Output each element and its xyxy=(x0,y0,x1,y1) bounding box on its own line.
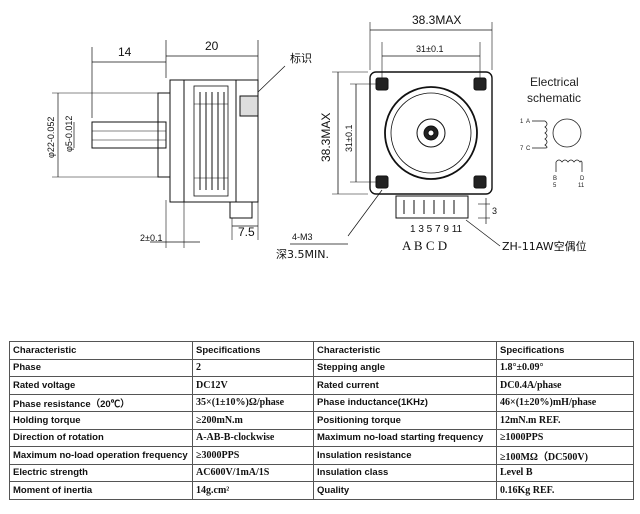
table-cell: Level B xyxy=(496,463,634,482)
header-characteristic-2: Characteristic xyxy=(313,341,497,360)
header-characteristic-1: Characteristic xyxy=(9,341,193,360)
schematic-pin-7: 7 xyxy=(520,146,524,152)
schematic-pin-b: B xyxy=(553,176,557,182)
side-view xyxy=(52,40,286,248)
header-specifications-2: Specifications xyxy=(496,341,634,360)
schematic-pin-a: A xyxy=(526,119,530,125)
table-cell: 2 xyxy=(192,358,314,377)
table-cell: Rated voltage xyxy=(9,376,193,395)
table-cell: Phase inductance(1KHz) xyxy=(313,393,497,412)
schematic-title-2: schematic xyxy=(527,91,581,105)
table-row: Phase resistance（20℃） 35×(1±10%)Ω/phase … xyxy=(9,393,634,412)
table-row: Holding torque ≥200mN.m Positioning torq… xyxy=(9,411,634,430)
label-tag-text: 标识 xyxy=(290,51,312,65)
pin-letters: A B C D xyxy=(402,238,447,253)
table-row: Phase 2 Stepping angle 1.8°±0.09° xyxy=(9,358,634,377)
table-cell: Maximum no-load operation frequency xyxy=(9,446,193,465)
table-cell: Maximum no-load starting frequency xyxy=(313,428,497,447)
table-cell: Rated current xyxy=(313,376,497,395)
table-row: Maximum no-load operation frequency ≥300… xyxy=(9,446,634,465)
table-cell: AC600V/1mA/1S xyxy=(192,463,314,482)
connector-label: ZH-11AW空偶位 xyxy=(502,239,587,253)
schematic-pin-11: 11 xyxy=(578,183,585,189)
table-cell: Stepping angle xyxy=(313,358,497,377)
table-cell: A-AB-B-clockwise xyxy=(192,428,314,447)
dim-flange: 2±0.1 xyxy=(140,233,162,243)
schematic-pin-d: D xyxy=(580,176,585,182)
table-cell: Moment of inertia xyxy=(9,481,193,500)
table-row: Moment of inertia 14g.cm² Quality 0.16Kg… xyxy=(9,481,634,500)
table-row: Rated voltage DC12V Rated current DC0.4A… xyxy=(9,376,634,395)
table-cell: Phase xyxy=(9,358,193,377)
table-cell: 0.16Kg REF. xyxy=(496,481,634,500)
electrical-schematic xyxy=(532,118,583,172)
table-cell: ≥1000PPS xyxy=(496,428,634,447)
table-row: Electric strength AC600V/1mA/1S Insulati… xyxy=(9,463,634,482)
dim-shaft-length: 14 xyxy=(118,45,132,59)
dim-bottom: 7.5 xyxy=(238,225,255,239)
dim-diam-outer: φ22-0.052 xyxy=(46,117,56,158)
motor-technical-drawing: 14 20 标识 2±0.1 7.5 φ22-0.052 φ5-0.012 xyxy=(46,13,587,261)
table-cell: Holding torque xyxy=(9,411,193,430)
table-cell: Electric strength xyxy=(9,463,193,482)
specifications-table: Characteristic Specifications Characteri… xyxy=(9,341,634,500)
table-row: Direction of rotation A-AB-B-clockwise M… xyxy=(9,428,634,447)
table-cell: Quality xyxy=(313,481,497,500)
table-cell: 14g.cm² xyxy=(192,481,314,500)
table-cell: ≥200mN.m xyxy=(192,411,314,430)
dim-width: 38.3MAX xyxy=(412,13,461,27)
schematic-pin-c: C xyxy=(526,146,531,152)
table-cell: DC0.4A/phase xyxy=(496,376,634,395)
dim-right: 3 xyxy=(492,206,497,216)
table-cell: 12mN.m REF. xyxy=(496,411,634,430)
table-cell: Insulation resistance xyxy=(313,446,497,465)
front-view xyxy=(290,22,501,247)
table-cell: DC12V xyxy=(192,376,314,395)
dim-hole-spacing-v: 31±0.1 xyxy=(344,125,354,152)
schematic-title-1: Electrical xyxy=(530,75,579,89)
screw-depth: 深3.5MIN. xyxy=(276,248,329,261)
header-specifications-1: Specifications xyxy=(192,341,314,360)
pin-numbers: 1 3 5 7 9 11 xyxy=(410,224,463,235)
table-cell: 35×(1±10%)Ω/phase xyxy=(192,393,314,412)
dim-body-length: 20 xyxy=(205,39,219,53)
schematic-pin-1: 1 xyxy=(520,119,524,125)
table-cell: Positioning torque xyxy=(313,411,497,430)
table-cell: Direction of rotation xyxy=(9,428,193,447)
table-cell: ≥100MΩ（DC500V) xyxy=(496,446,634,465)
schematic-pin-5: 5 xyxy=(553,183,557,189)
table-cell: Phase resistance（20℃） xyxy=(9,393,193,412)
table-cell: 46×(1±20%)mH/phase xyxy=(496,393,634,412)
table-header-row: Characteristic Specifications Characteri… xyxy=(9,341,634,360)
dim-height: 38.3MAX xyxy=(319,113,333,162)
dim-diam-shaft: φ5-0.012 xyxy=(64,116,74,152)
dim-hole-spacing-h: 31±0.1 xyxy=(416,44,443,54)
screw-spec: 4-M3 xyxy=(292,232,313,242)
table-cell: 1.8°±0.09° xyxy=(496,358,634,377)
table-cell: ≥3000PPS xyxy=(192,446,314,465)
table-cell: Insulation class xyxy=(313,463,497,482)
